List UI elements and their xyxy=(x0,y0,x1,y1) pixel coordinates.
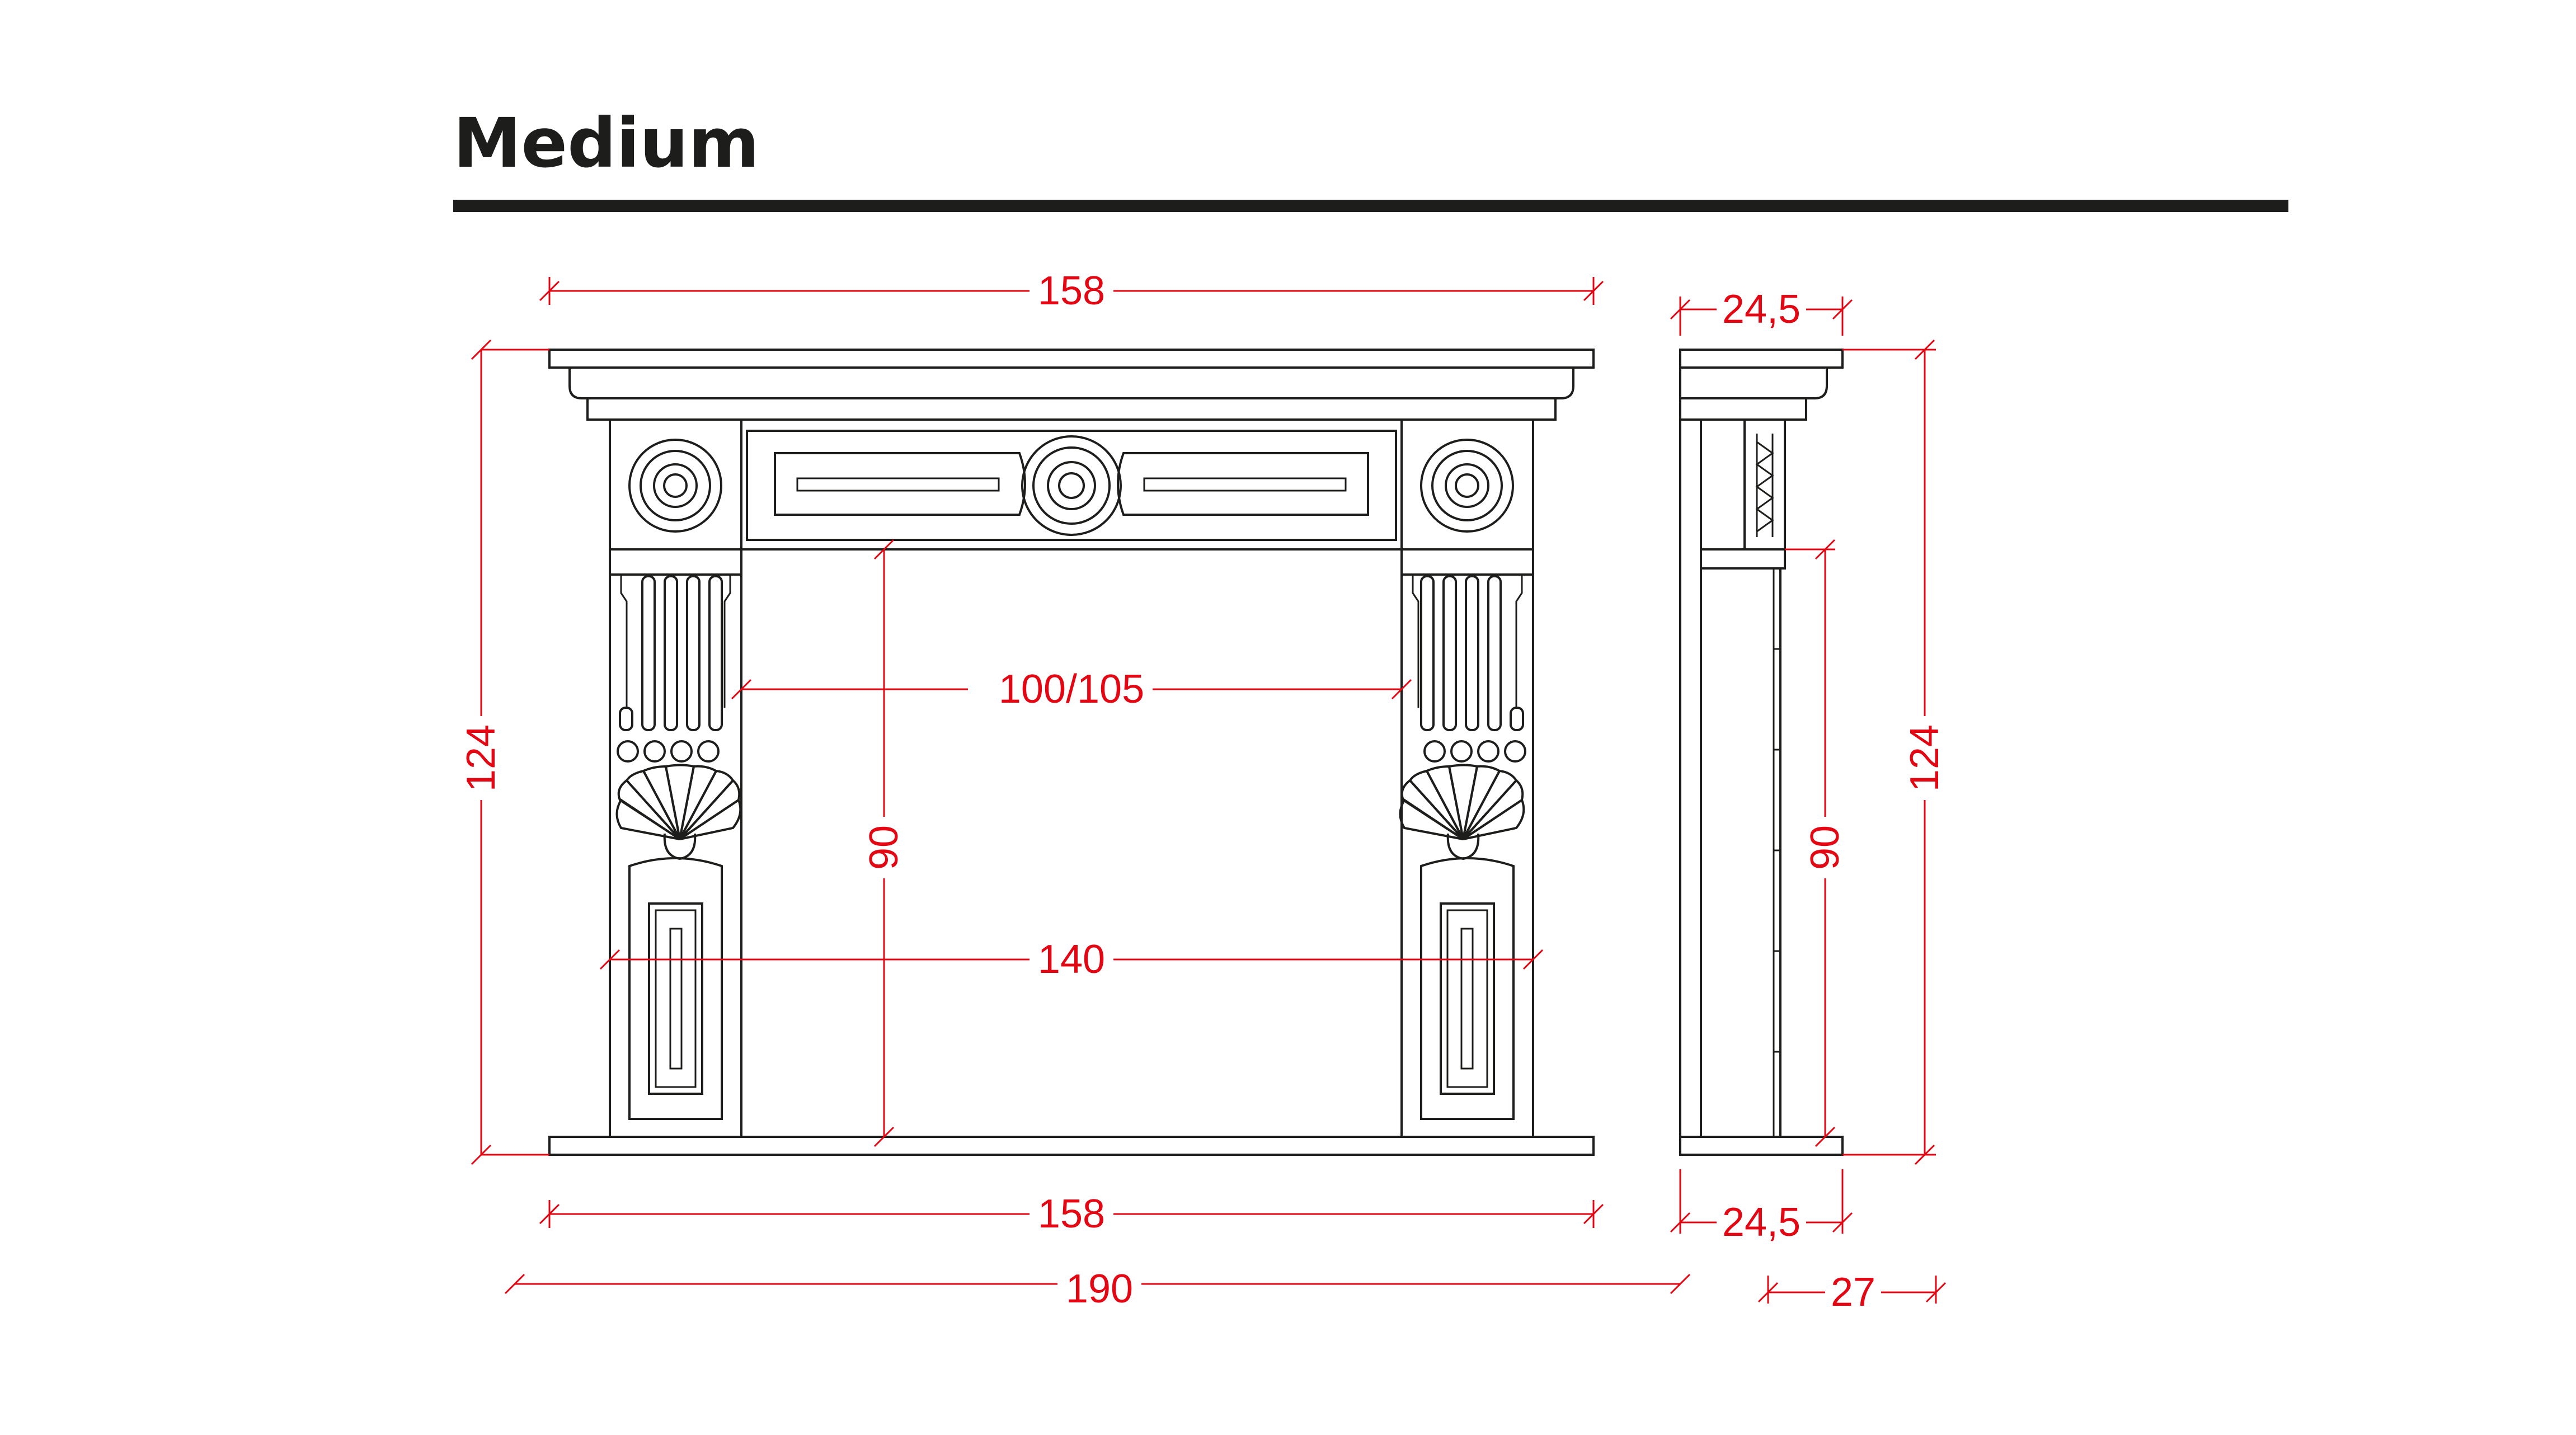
mantel-cornice xyxy=(568,366,1574,399)
dim-top-width: 158 xyxy=(1038,269,1105,313)
right-pilaster xyxy=(1399,548,1534,1138)
left-pilaster xyxy=(609,548,742,1138)
hearth-plinth xyxy=(548,1136,1595,1156)
frieze-panel xyxy=(746,430,1397,541)
mantel-fillet xyxy=(586,397,1557,421)
dim-side-bottom-depth: 24,5 xyxy=(1722,1200,1801,1245)
dim-total-height: 124 xyxy=(459,724,504,792)
center-rosette xyxy=(1021,435,1122,536)
dimension-lines xyxy=(456,267,1950,1314)
mantel-shelf xyxy=(548,349,1595,369)
left-rosette xyxy=(628,439,722,533)
dim-overall-depth: 27 xyxy=(1831,1270,1875,1315)
dim-side-total-height: 124 xyxy=(1902,724,1947,792)
frieze-right-tablet xyxy=(1117,452,1369,516)
dimension-labels: 158 158 190 124 100/105 140 90 24,5 24,5… xyxy=(459,269,1947,1315)
dim-bottom-width: 158 xyxy=(1038,1192,1105,1236)
frieze-left-tablet xyxy=(774,452,1026,516)
dim-overall-width: 190 xyxy=(1066,1267,1133,1311)
page-title: Medium xyxy=(453,103,759,183)
dim-inner-width: 140 xyxy=(1038,937,1105,982)
dim-opening-height: 90 xyxy=(862,825,906,870)
dim-side-opening-height: 90 xyxy=(1803,825,1848,870)
dim-opening-width: 100/105 xyxy=(999,667,1144,712)
dim-side-top-depth: 24,5 xyxy=(1722,287,1801,332)
title-rule xyxy=(453,200,2288,212)
side-view xyxy=(1679,349,1844,1156)
front-view xyxy=(548,349,1595,1156)
right-rosette xyxy=(1420,439,1514,533)
frieze xyxy=(609,418,1534,551)
